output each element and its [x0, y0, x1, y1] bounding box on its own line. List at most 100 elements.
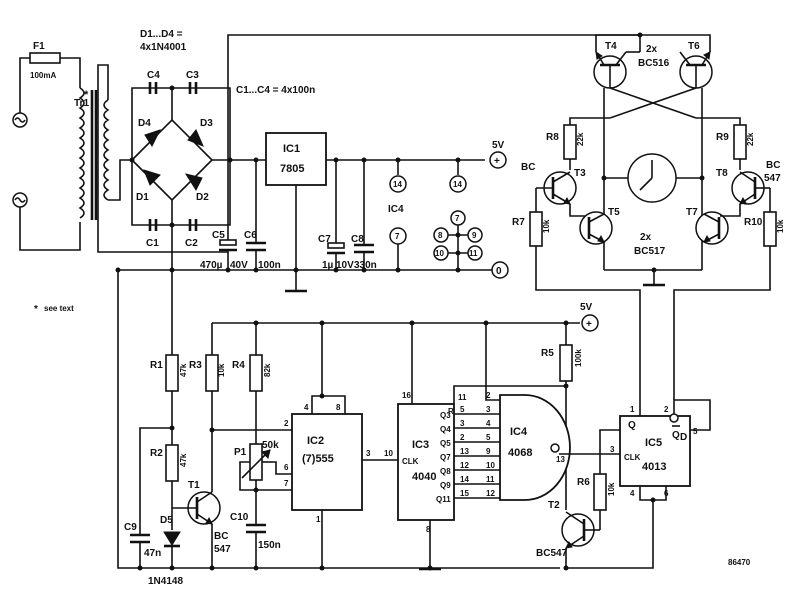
t57-type2: BC517 [634, 246, 666, 257]
svg-text:10k: 10k [776, 219, 785, 233]
ic4-gate-type: 4068 [508, 447, 532, 459]
resistor-r8 [563, 124, 577, 160]
svg-text:8: 8 [426, 525, 431, 534]
svg-text:10: 10 [486, 461, 495, 470]
capacitor-c8 [354, 160, 374, 270]
svg-text:7: 7 [284, 479, 289, 488]
c4-label: C4 [147, 70, 160, 81]
svg-text:9: 9 [472, 231, 477, 240]
c7-label: C7 [318, 234, 331, 245]
clock-driver-bridge: T4 T6 2x BC516 22k R8 [512, 32, 785, 287]
svg-text:Q7: Q7 [440, 453, 451, 462]
t46-type2: BC516 [638, 58, 670, 69]
ic2-type: (7)555 [302, 453, 334, 465]
ic4-gate-label: IC4 [510, 426, 528, 438]
ic4-power-label: IC4 [388, 204, 404, 215]
d2-label: D2 [196, 192, 209, 203]
capacitor-c7 [327, 160, 345, 270]
svg-text:22k: 22k [576, 132, 585, 146]
t7-label: T7 [686, 207, 698, 218]
potentiometer-p1[interactable] [249, 443, 263, 481]
see-text-note: see text [44, 304, 74, 313]
svg-text:11: 11 [486, 475, 495, 484]
t57-type: 2x [640, 232, 652, 243]
ic3-label: IC3 [412, 439, 429, 451]
t2-type: BC547 [536, 548, 568, 559]
d5-label: D5 [160, 515, 173, 526]
c9-label: C9 [124, 522, 137, 533]
5v-label: 5V [492, 140, 505, 151]
ic5-type: 4013 [642, 461, 666, 473]
c3-label: C3 [186, 70, 199, 81]
d1-label: D1 [136, 192, 149, 203]
svg-text:5: 5 [460, 405, 465, 414]
capacitor-c4 [148, 82, 158, 94]
figure-number: 86470 [728, 558, 751, 567]
svg-text:2: 2 [486, 391, 491, 400]
c9-value: 47n [144, 548, 161, 559]
t8-label: T8 [716, 168, 728, 179]
t8-type2: 547 [764, 173, 781, 184]
svg-text:4: 4 [630, 489, 635, 498]
resistor-r2 [165, 444, 179, 482]
ground-label: 0 [496, 266, 502, 277]
t4-label: T4 [605, 41, 617, 52]
svg-text:Q9: Q9 [440, 481, 451, 490]
resistor-r10 [763, 211, 777, 247]
transformer-mark: * [84, 89, 89, 101]
svg-text:2: 2 [460, 433, 465, 442]
r7-label: R7 [512, 217, 525, 228]
resistor-r9 [733, 124, 747, 160]
resistor-r1 [165, 354, 179, 392]
diodes-title: D1...D4 = [140, 29, 183, 40]
ic3-clk: CLK [402, 457, 419, 466]
ic5-clk: CLK [624, 453, 641, 462]
svg-text:8: 8 [336, 403, 341, 412]
capacitor-c1 [148, 219, 158, 231]
capacitor-c2 [188, 219, 198, 231]
svg-text:Q4: Q4 [440, 425, 451, 434]
r4-label: R4 [232, 360, 245, 371]
see-text-star: * [34, 304, 38, 315]
r6-label: R6 [577, 477, 590, 488]
svg-text:Q11: Q11 [436, 495, 451, 504]
ic3-4040 [397, 403, 455, 521]
ic4-4068-nand: IC4 4068 13 [499, 394, 620, 501]
ic3-reset: R [448, 407, 454, 416]
c7-value: 1µ [322, 260, 334, 271]
unused-inputs-cluster: 7 8 9 10 11 [433, 210, 483, 270]
ic3-outputs: Q3 Q4 Q5 Q7 Q8 Q9 Q11 5 3 2 13 12 14 15 … [436, 386, 500, 504]
t3-label: T3 [574, 168, 586, 179]
svg-text:10: 10 [384, 449, 393, 458]
ic5-4013 [619, 415, 691, 487]
t3-type: BC [521, 162, 535, 173]
t5-label: T5 [608, 207, 620, 218]
resistor-r5 [559, 344, 573, 382]
svg-text:11: 11 [469, 249, 478, 258]
svg-text:10k: 10k [217, 363, 226, 377]
r1-label: R1 [150, 360, 163, 371]
ic1-7805 [265, 132, 327, 186]
resistor-r6 [593, 473, 607, 511]
c10-value: 150n [258, 540, 281, 551]
svg-text:Q3: Q3 [440, 411, 451, 420]
svg-text:13: 13 [460, 447, 469, 456]
svg-text:+: + [494, 156, 500, 167]
svg-text:47k: 47k [179, 363, 188, 377]
5v-label-b: 5V [580, 302, 593, 313]
svg-text:16: 16 [402, 391, 411, 400]
capacitor-c3 [188, 82, 198, 94]
t1-type: BC [214, 531, 228, 542]
c8-value: 330n [354, 260, 377, 271]
c10-label: C10 [230, 512, 249, 523]
r8-label: R8 [546, 132, 559, 143]
ic5-label: IC5 [645, 437, 662, 449]
svg-text:3: 3 [610, 445, 615, 454]
r3-label: R3 [189, 360, 202, 371]
d5-type: 1N4148 [148, 576, 183, 587]
svg-text:6: 6 [284, 463, 289, 472]
fuse-rating: 100mA [30, 71, 56, 80]
c5-value: 470µ [200, 260, 223, 271]
capacitor-c6 [246, 160, 266, 270]
t46-type: 2x [646, 44, 658, 55]
